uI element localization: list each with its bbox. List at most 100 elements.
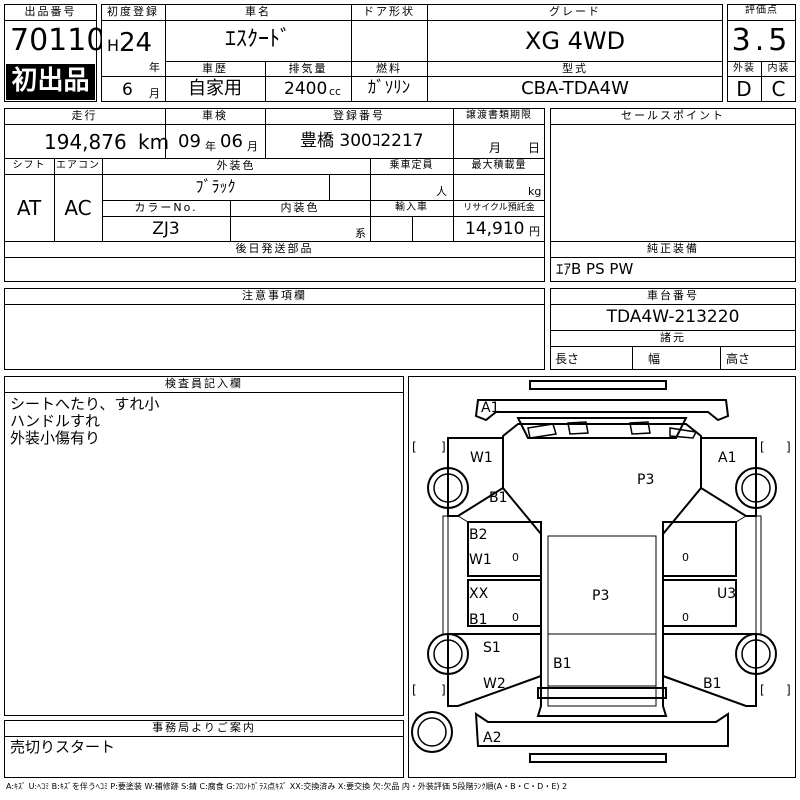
diagram-label-left-front-wheel: W1 — [470, 450, 493, 466]
dimensions-label: 諸元 — [660, 331, 686, 344]
transfer-docs-day-unit: 日 — [528, 141, 541, 155]
mileage-unit: km — [138, 130, 170, 154]
chassis-value: TDA4W-213220 — [606, 307, 740, 327]
equipment-value: ｴｱB PS PW — [556, 260, 634, 278]
rear-lights — [537, 687, 667, 699]
first-reg-month: 6 — [122, 80, 133, 100]
grade-value: XG 4WD — [524, 27, 626, 55]
diagram-label-right-rear-quarter: B1 — [703, 676, 722, 692]
lot-number: 70110 — [10, 23, 106, 58]
office-text: 売切りスタート — [10, 738, 116, 756]
rear-bumper — [474, 712, 729, 747]
left-front-wheel — [427, 467, 469, 509]
inspector-box — [4, 376, 404, 716]
mileage-label: 走行 — [71, 109, 98, 122]
transfer-docs-month-unit: 月 — [489, 141, 502, 155]
left-front-fender — [447, 437, 504, 517]
right-rear-quarter — [662, 633, 757, 707]
interior-color-unit: 系 — [355, 227, 366, 240]
inspector-label: 検査員記入欄 — [165, 377, 243, 390]
grade-label: グレード — [549, 5, 601, 18]
right-front-wheel — [735, 467, 777, 509]
inspection-year: 09 — [178, 131, 201, 152]
aircon-value: AC — [64, 196, 92, 220]
first-reg-label: 初度登録 — [107, 5, 159, 18]
left-front-door — [467, 521, 542, 577]
capacity-unit: 人 — [436, 185, 447, 198]
model-code-value: CBA-TDA4W — [521, 78, 629, 99]
exterior-score-value: D — [736, 77, 752, 101]
legend-text: A:ｷｽﾞ U:ﾍｺﾐ B:ｷｽﾞを伴うﾍｺﾐ P:要塗装 W:補修跡 S:錆 … — [6, 782, 568, 791]
recycle-label: リサイクル預託金 — [463, 203, 535, 213]
front-bumper — [474, 399, 730, 422]
bracket-mark: ] — [441, 683, 446, 697]
capacity-label: 乗車定員 — [389, 160, 434, 171]
recycle-value: 14,910 — [465, 219, 525, 239]
bracket-mark: ] — [786, 440, 791, 454]
diagram-label-right-front-fender: A1 — [718, 450, 737, 466]
color-no-label: カラーNo. — [134, 201, 198, 214]
car-diagram — [411, 380, 777, 763]
displacement-label: 排気量 — [288, 62, 328, 75]
displacement-unit: cc — [329, 85, 342, 98]
car-name-label: 車名 — [245, 5, 271, 18]
left-rear-door — [467, 579, 542, 627]
score-label: 評価点 — [745, 5, 778, 16]
exterior-color-label: 外装色 — [216, 159, 256, 172]
right-rear-wheel — [735, 633, 777, 675]
shift-label: シフト — [12, 160, 46, 171]
car-history-value: 自家用 — [188, 78, 242, 99]
bracket-mark: [ — [412, 683, 417, 697]
diagram-label-left-front-fender: B1 — [489, 490, 508, 506]
inspector-line: 外装小傷有り — [10, 429, 101, 447]
diagram-label-rear-roof: P3 — [592, 588, 610, 604]
chassis-box — [550, 288, 796, 370]
spare-wheel — [411, 711, 453, 753]
door-type-label: ドア形状 — [363, 5, 415, 18]
bracket-mark: [ — [760, 440, 765, 454]
right-rear-door — [662, 579, 737, 627]
import-label: 輸入車 — [395, 202, 428, 213]
first-listing-badge-text: 初出品 — [11, 66, 90, 96]
first-reg-era: H — [107, 36, 120, 55]
first-reg-year-unit: 年 — [149, 61, 160, 74]
dimensions-width: 幅 — [648, 352, 661, 366]
registration-value: 豊橋 300ｺ2217 — [300, 131, 424, 151]
displacement-value: 2400 — [284, 79, 328, 99]
sales-points-label: セールスポイント — [621, 109, 725, 122]
chassis-label: 車台番号 — [647, 289, 699, 302]
diagram-label-left-sill: S1 — [483, 640, 501, 656]
bracket-mark: [ — [760, 683, 765, 697]
dimensions-height: 高さ — [726, 352, 751, 366]
fuel-label: 燃料 — [376, 62, 402, 75]
first-reg-month-unit: 月 — [149, 87, 160, 100]
shift-value: AT — [16, 196, 42, 220]
registration-label: 登録番号 — [333, 109, 385, 122]
inspection-month: 06 — [220, 131, 243, 152]
office-label: 事務局よりご案内 — [152, 721, 256, 734]
inspection-year-unit: 年 — [205, 140, 216, 153]
bracket-mark: ] — [441, 440, 446, 454]
right-front-door — [662, 521, 737, 577]
rear-bumper-bottom — [529, 753, 667, 763]
recycle-unit: 円 — [529, 225, 540, 238]
inspector-line: シートへたり、すれ小 — [10, 395, 160, 413]
transfer-docs-label: 譲渡書類期限 — [466, 110, 532, 121]
diagram-label-front-bumper: A1 — [481, 400, 500, 416]
interior-color-label: 内装色 — [280, 201, 320, 214]
score-value: 3.5 — [731, 23, 792, 58]
hood — [516, 417, 688, 439]
interior-score-value: C — [771, 77, 786, 101]
exterior-score-label: 外装 — [733, 63, 755, 74]
car-history-label: 車歴 — [202, 62, 228, 75]
inspection-month-unit: 月 — [247, 140, 258, 153]
model-code-label: 型式 — [562, 62, 588, 75]
first-listing-badge — [6, 64, 95, 100]
details-grid — [4, 108, 545, 282]
diagram-label-roof: P3 — [637, 472, 655, 488]
sales-points-box — [550, 108, 796, 282]
equipment-label: 純正装備 — [647, 242, 699, 255]
color-no-value: ZJ3 — [152, 219, 180, 239]
exterior-color-value: ﾌﾞﾗｯｸ — [195, 177, 236, 196]
office-box — [4, 720, 404, 778]
